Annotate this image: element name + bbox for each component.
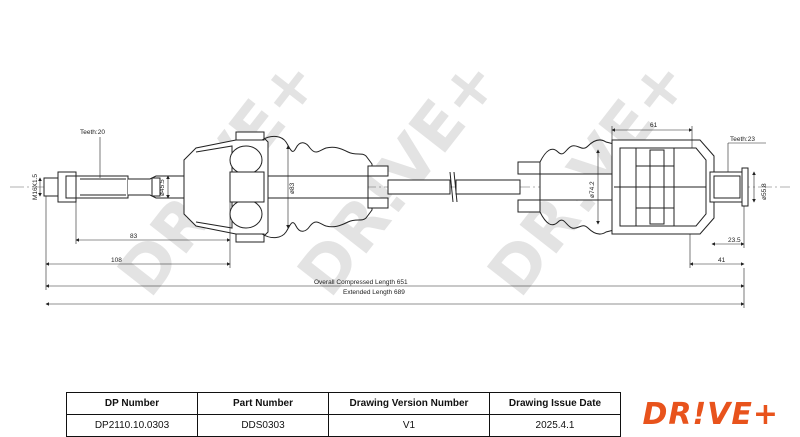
header-part-number: Part Number <box>198 393 329 415</box>
value-dp-number: DP2110.10.0303 <box>67 415 198 437</box>
length-83-label: 83 <box>130 233 138 240</box>
length-41-label: 41 <box>718 257 726 264</box>
header-issue-date: Drawing Issue Date <box>490 393 621 415</box>
diameter-74-2-label: ø74.2 <box>589 181 596 198</box>
overall-length-label: Overall Compressed Length 651 <box>314 279 408 286</box>
brand-logo: DR!VE+ <box>621 394 800 436</box>
value-issue-date: 2025.4.1 <box>490 415 621 437</box>
header-drawing-version: Drawing Version Number <box>329 393 490 415</box>
value-part-number: DDS0303 <box>198 415 329 437</box>
left-cv-joint <box>184 132 268 242</box>
length-61-label: 61 <box>650 122 658 129</box>
length-108-label: 108 <box>111 257 122 264</box>
diameter-83-label: ø83 <box>289 182 296 194</box>
right-stub-shaft <box>710 168 748 206</box>
length-23-5-label: 23.5 <box>728 237 741 244</box>
extended-length-label: Extended Length 689 <box>343 289 405 296</box>
drive-shaft-drawing: DR!VE+ DR!VE+ DR!VE+ <box>0 0 800 392</box>
teeth-right-label: Teeth:23 <box>730 136 755 143</box>
header-dp-number: DP Number <box>67 393 198 415</box>
diameter-45-5-label: ø45.5 <box>159 179 166 196</box>
diameter-55-8-label: ø55.8 <box>761 183 768 200</box>
thread-label: M16X1.5 <box>32 174 39 200</box>
teeth-left-label: Teeth:20 <box>80 129 105 136</box>
brand-logo-cell: DR!VE+ <box>621 393 800 437</box>
title-block: DP Number Part Number Drawing Version Nu… <box>66 392 800 437</box>
right-cv-joint <box>612 140 714 234</box>
value-drawing-version: V1 <box>329 415 490 437</box>
